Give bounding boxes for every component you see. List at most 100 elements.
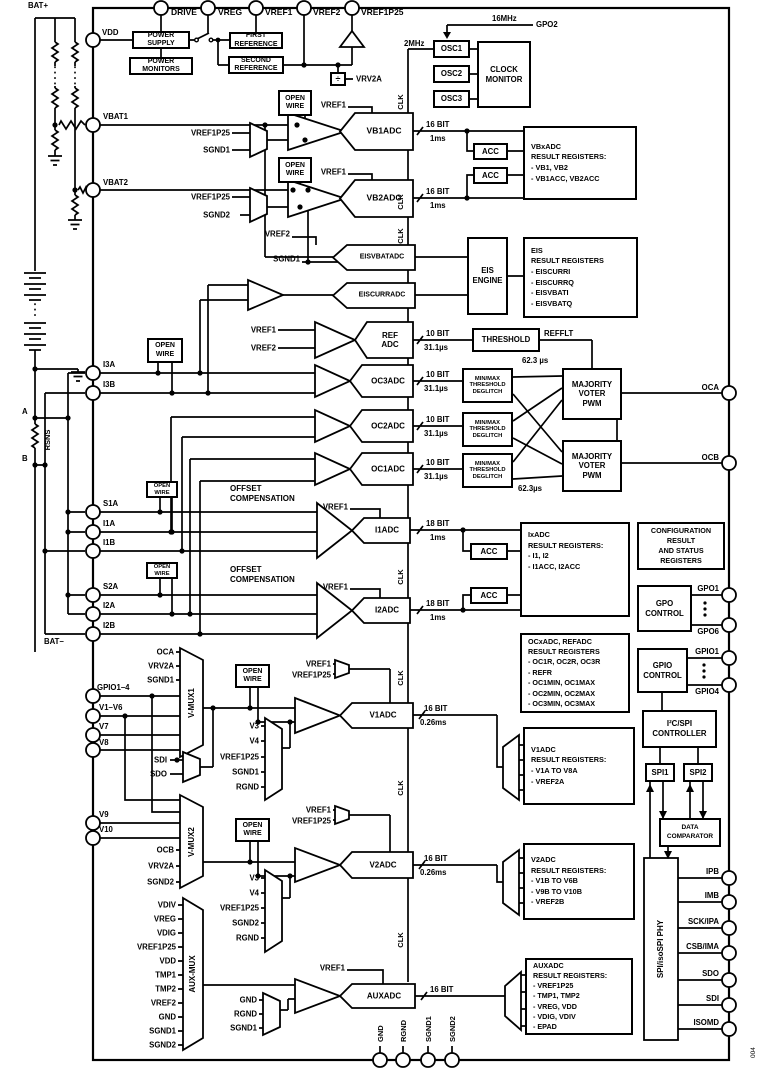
sdi-pin-label: SDI: [706, 994, 719, 1003]
oc3adc-label: OC3ADC: [371, 376, 405, 386]
sgnd2-net-label: SGND2: [203, 210, 230, 220]
osc1-block: OSC1: [433, 40, 470, 58]
i1-bits-label: 18 BIT: [426, 519, 450, 528]
v1adc-shape: [338, 702, 414, 729]
acc-block-i2: ACC: [470, 587, 508, 604]
deglitch-time-label: 62.3µs: [518, 484, 543, 493]
vrv2a-net-label: VRV2A: [148, 861, 174, 871]
v4-net-label: V4: [249, 736, 259, 746]
pin-vdd: [85, 32, 101, 48]
vref1p25-pin-label: VREF1P25: [361, 7, 404, 17]
pin-gnd: [372, 1052, 388, 1068]
config-status-registers: CONFIGURATION RESULT AND STATUS REGISTER…: [637, 522, 725, 570]
clk-label: CLK: [396, 932, 405, 948]
pin-vref1p25: [344, 0, 360, 16]
v10-pin-label: V10: [99, 825, 113, 834]
pin-ipb: [721, 870, 737, 886]
oc1-rate-label: 31.1µs: [424, 472, 449, 481]
vref1-pin-label: VREF1: [265, 7, 293, 17]
vref1p25-net-label: VREF1P25: [190, 128, 230, 138]
v1-cal-mux: [264, 716, 283, 802]
i1a-pin-label: I1A: [103, 519, 116, 528]
sgnd2-net-label: SGND2: [232, 918, 259, 928]
rgnd-net-label: RGND: [236, 933, 259, 943]
offset-compensation-label-i1: OFFSET COMPENSATION: [230, 484, 295, 503]
sgnd1-net-label: SGND1: [232, 767, 259, 777]
i2-rate-label: 1ms: [430, 613, 446, 622]
clk-label: CLK: [396, 670, 405, 686]
i1adc-label: I1ADC: [374, 525, 400, 535]
clk-label: CLK: [396, 780, 405, 796]
spi-phy-box: [643, 857, 679, 1041]
vref1-net-label: VREF1: [322, 502, 348, 512]
pin-vref2: [296, 0, 312, 16]
v1-rate-label: 0.26ms: [420, 718, 447, 727]
vref1-net-label: VREF1: [305, 659, 331, 669]
rgnd-pin-label: RGND: [399, 1019, 408, 1042]
arrow-16mhz-icon: [443, 32, 451, 39]
gpio1-pin-label: GPIO1: [695, 647, 719, 656]
vbat1-pin-label: VBAT1: [103, 112, 128, 121]
pin-vbat2: [85, 182, 101, 198]
wire-group-external: [24, 17, 89, 652]
v3-net-label: V3: [249, 873, 259, 883]
gpo1-pin-label: GPO1: [697, 584, 719, 593]
vmux2-label: V-MUX2: [187, 827, 196, 857]
vref1-net-label: VREF1: [319, 963, 345, 973]
v4-net-label: V4: [249, 888, 259, 898]
tmp2-net-label: TMP2: [155, 984, 176, 994]
vb2-amp: [287, 178, 348, 219]
aux-amp: [294, 977, 343, 1015]
pin-imb: [721, 894, 737, 910]
csb-ima-pin-label: CSB/IMA: [686, 942, 719, 951]
sgnd1-net-label: SGND1: [230, 1023, 257, 1033]
oc2-rate-label: 31.1µs: [424, 429, 449, 438]
clock-monitor-block: CLOCK MONITOR: [477, 41, 531, 108]
vb2adc-shape: [338, 179, 414, 218]
pin-vreg: [200, 0, 216, 16]
majority-voter-block-a: MAJORITY VOTER PWM: [562, 368, 622, 420]
arrowheads: [443, 32, 707, 859]
arrow-down-phy-icon: [664, 851, 672, 859]
pin-sdi: [721, 997, 737, 1013]
vref2-net-label: VREF2: [150, 998, 176, 1008]
eis-engine-block: EIS ENGINE: [467, 237, 508, 315]
pin-gpio1-4: [85, 688, 101, 704]
vb1-amp: [287, 111, 348, 152]
pin-sdo: [721, 972, 737, 988]
sgnd2-pin-label: SGND2: [448, 1016, 457, 1042]
sgnd1-net-label: SGND1: [147, 675, 174, 685]
v7-pin-label: V7: [99, 722, 109, 731]
majority-voter-block-b: MAJORITY VOTER PWM: [562, 440, 622, 492]
imb-pin-label: IMB: [704, 891, 719, 900]
freq-16mhz-label: 16MHz: [492, 14, 517, 23]
dotted-lines: [34, 66, 76, 321]
minmax-deglitch-block-oc1: MIN/MAX THRESHOLD DEGLITCH: [462, 453, 513, 488]
oc1-bits-label: 10 BIT: [426, 458, 450, 467]
vmux2-shape: [179, 793, 204, 890]
i3a-pin-label: I3A: [103, 360, 116, 369]
pin-v9: [85, 815, 101, 831]
aux-result-registers: AUXADC RESULT REGISTERS: - VREF1P25 - TM…: [525, 958, 633, 1035]
gpo-control-block: GPO CONTROL: [637, 585, 692, 632]
sdi-sdo-mux: [182, 750, 201, 784]
auxadc-label: AUXADC: [366, 991, 402, 1001]
pin-i2b: [85, 626, 101, 642]
auxadc-shape: [338, 983, 416, 1009]
pin-i1a: [85, 524, 101, 540]
refadc-shape: [353, 321, 414, 359]
pin-gpio4: [721, 677, 737, 693]
acc-block-vb1: ACC: [473, 143, 508, 160]
oca-net-label: OCA: [156, 647, 174, 657]
rotated-labels: CLK CLK CLK CLK CLK CLK CLK RSNS V-MUX1 …: [43, 94, 757, 1058]
s1a-pin-label: S1A: [103, 499, 119, 508]
i2a-pin-label: I2A: [103, 601, 116, 610]
vref1-net-label: VREF1: [322, 582, 348, 592]
pin-v7: [85, 727, 101, 743]
vref1p25-net-label: VREF1P25: [219, 903, 259, 913]
v3-net-label: V3: [249, 721, 259, 731]
pin-rgnd: [395, 1052, 411, 1068]
pin-s2a: [85, 587, 101, 603]
spi2-block: SPI2: [683, 763, 713, 782]
vdiv-net-label: VDIV: [157, 900, 176, 910]
